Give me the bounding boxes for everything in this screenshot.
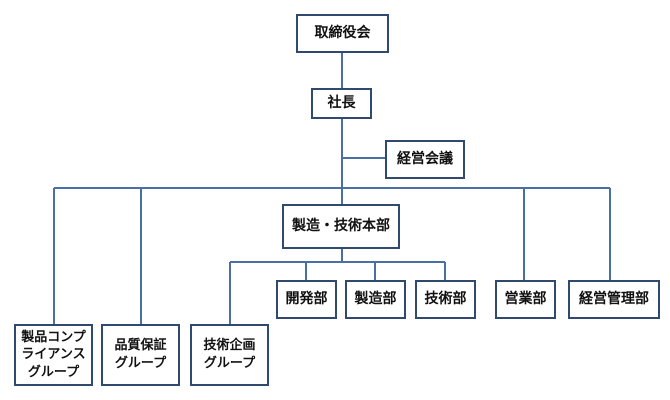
node-development: 開発部 xyxy=(276,280,337,319)
node-manufacturing-tech-hq: 製造・技術本部 xyxy=(282,204,400,249)
node-tech-planning-group: 技術企画 グループ xyxy=(190,324,269,386)
node-quality-group: 品質保証 グループ xyxy=(101,324,180,386)
node-sales: 営業部 xyxy=(495,280,556,319)
node-management: 経営管理部 xyxy=(568,280,660,319)
node-board: 取締役会 xyxy=(296,14,389,53)
node-management-meeting: 経営会議 xyxy=(385,140,465,179)
node-compliance-group: 製品コンプ ライアンス グループ xyxy=(14,324,93,386)
node-technology: 技術部 xyxy=(415,280,476,319)
node-president: 社長 xyxy=(311,88,372,119)
node-manufacturing: 製造部 xyxy=(345,280,406,319)
